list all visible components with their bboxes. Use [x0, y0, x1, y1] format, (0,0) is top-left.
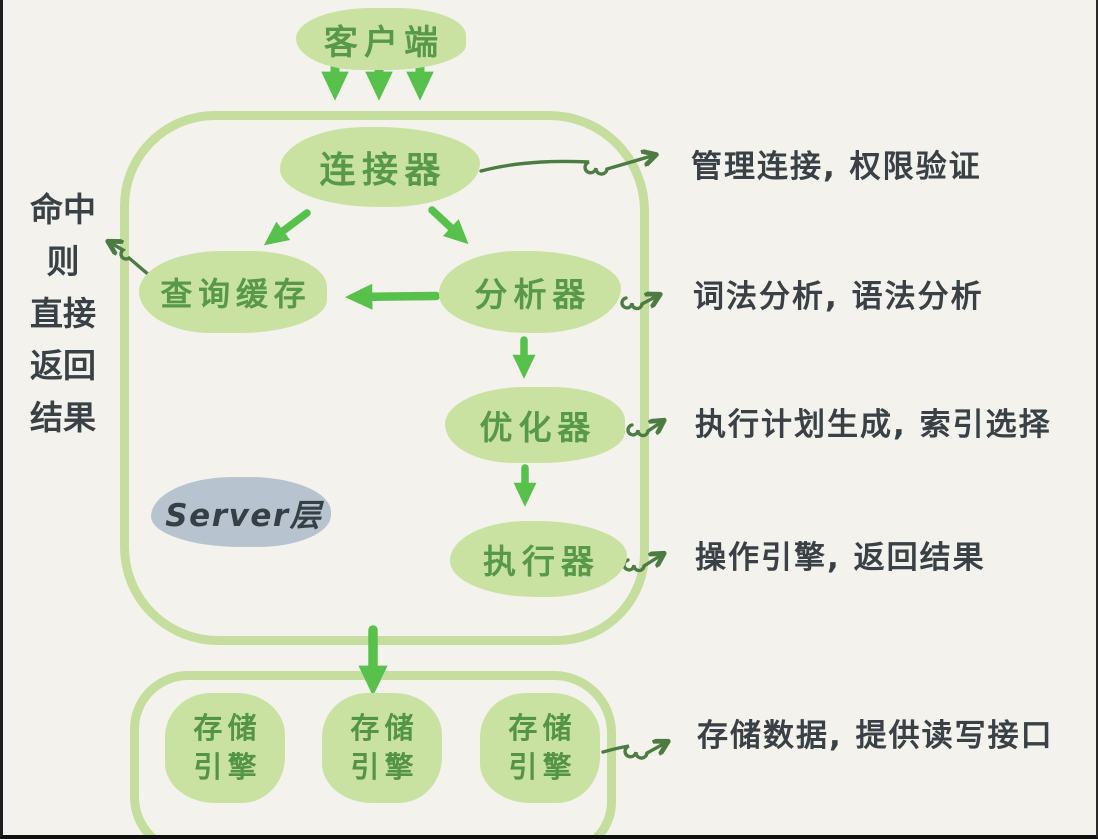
node-storage-engine-1: 存储 引擎	[165, 693, 285, 803]
side-note-line: 返回	[30, 346, 96, 385]
node-optimizer: 优化器	[445, 387, 625, 463]
annotation-storage: 存储数据, 提供读写接口	[697, 718, 1054, 754]
storage-engine-label-line1: 存储	[193, 710, 262, 745]
annotation-optimizer: 执行计划生成, 索引选择	[695, 407, 1052, 443]
node-client: 客户端	[296, 8, 466, 70]
side-note-line: 命中	[30, 190, 96, 229]
side-note-line: 结果	[30, 398, 96, 437]
server-layer-label: Server层	[151, 477, 331, 547]
storage-engine-label-line2: 引擎	[193, 750, 262, 784]
node-storage-engine-3: 存储 引擎	[480, 693, 600, 803]
side-note-line: 则	[46, 242, 80, 281]
side-note-cache-hit: 命中 则 直接 返回 结果	[17, 184, 109, 444]
server-layer-container	[120, 111, 649, 645]
storage-engine-label-line1: 存储	[508, 710, 577, 745]
node-storage-engine-2: 存储 引擎	[322, 693, 442, 803]
node-connector: 连接器	[280, 127, 480, 207]
side-note-line: 直接	[30, 294, 96, 333]
annotation-connector: 管理连接, 权限验证	[691, 149, 982, 185]
storage-engine-label-line2: 引擎	[350, 750, 419, 784]
node-executor: 执行器	[450, 521, 627, 597]
node-analyzer: 分析器	[439, 251, 621, 333]
storage-engine-label-line1: 存储	[350, 710, 419, 745]
annotation-analyzer: 词法分析, 语法分析	[693, 279, 984, 315]
node-query-cache: 查询缓存	[139, 251, 327, 333]
storage-engine-label-line2: 引擎	[508, 750, 577, 784]
annotation-executor: 操作引擎, 返回结果	[695, 540, 986, 576]
